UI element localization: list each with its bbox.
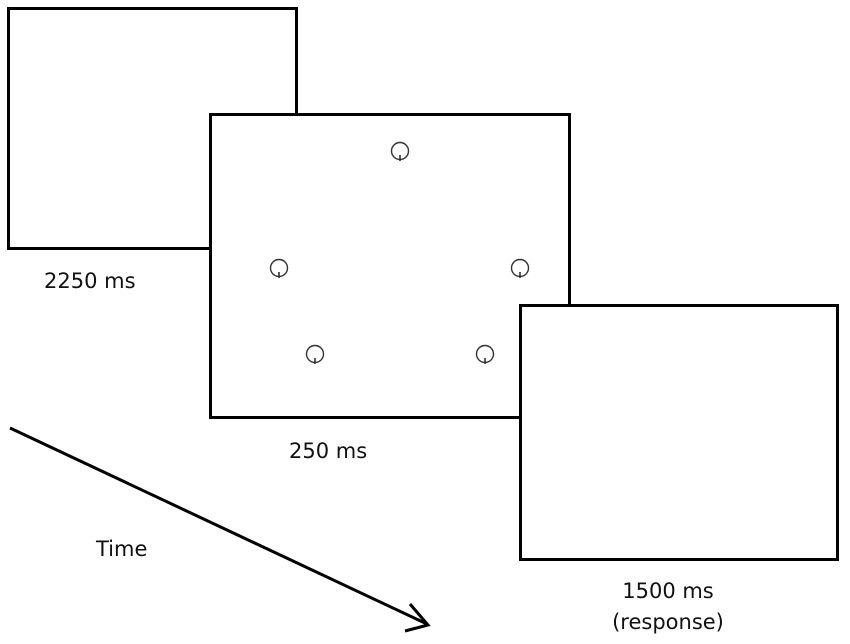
time-arrow-line (9, 426, 428, 626)
duration-label-2: 250 ms (289, 439, 368, 463)
duration-label-3: 1500 ms (622, 579, 714, 603)
stimulus-circle-icon (475, 344, 495, 364)
stimulus-circle-icon (269, 258, 289, 278)
response-frame (519, 304, 839, 561)
duration-label-3-group: 1500 ms (response) (598, 576, 738, 638)
time-label: Time (96, 537, 148, 561)
stimulus-circle-icon (305, 344, 325, 364)
stimulus-frame (209, 113, 571, 419)
stimulus-circle-icon (390, 141, 410, 161)
duration-label-1: 2250 ms (44, 269, 136, 293)
time-arrow-head-icon (404, 603, 431, 633)
response-note: (response) (612, 610, 724, 634)
stimulus-circle-icon (510, 258, 530, 278)
